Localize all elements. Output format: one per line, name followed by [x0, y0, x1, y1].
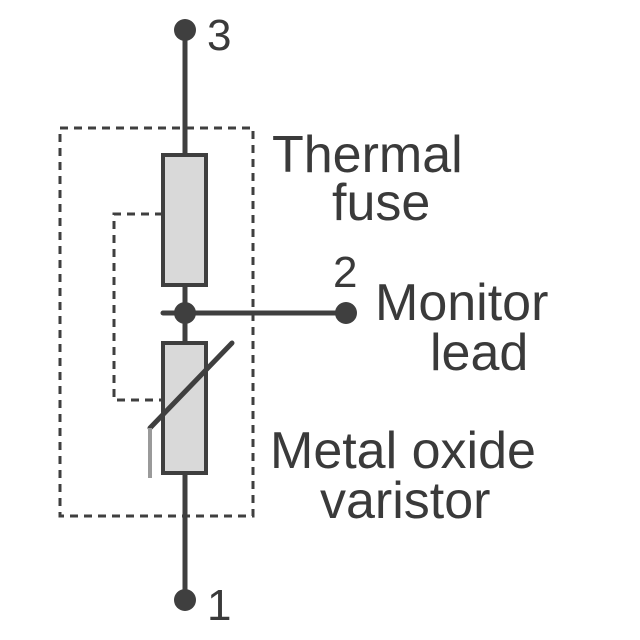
junction-dot: [174, 302, 196, 324]
thermal-fuse-body: [161, 153, 208, 287]
enclosure-dashed-box: [58, 126, 255, 518]
thermal-fuse-label-line1: Thermal: [272, 126, 463, 184]
pin-2-label: 2: [333, 248, 357, 297]
pin-1-label: 1: [207, 581, 231, 630]
thermal-fuse-label-line2: fuse: [332, 174, 430, 232]
terminal-2-dot: [335, 302, 357, 324]
varistor-label-line2: varistor: [320, 472, 490, 530]
monitor-lead-label-line2: lead: [430, 324, 528, 382]
pin-3-label: 3: [207, 11, 231, 60]
terminal-3-dot: [174, 19, 196, 41]
thermal-coupling-link: [112, 212, 163, 402]
terminal-1-dot: [174, 589, 196, 611]
varistor-label-line1: Metal oxide: [270, 422, 536, 480]
monitor-lead-label-line1: Monitor: [375, 274, 548, 332]
varistor-slash: [147, 340, 235, 431]
